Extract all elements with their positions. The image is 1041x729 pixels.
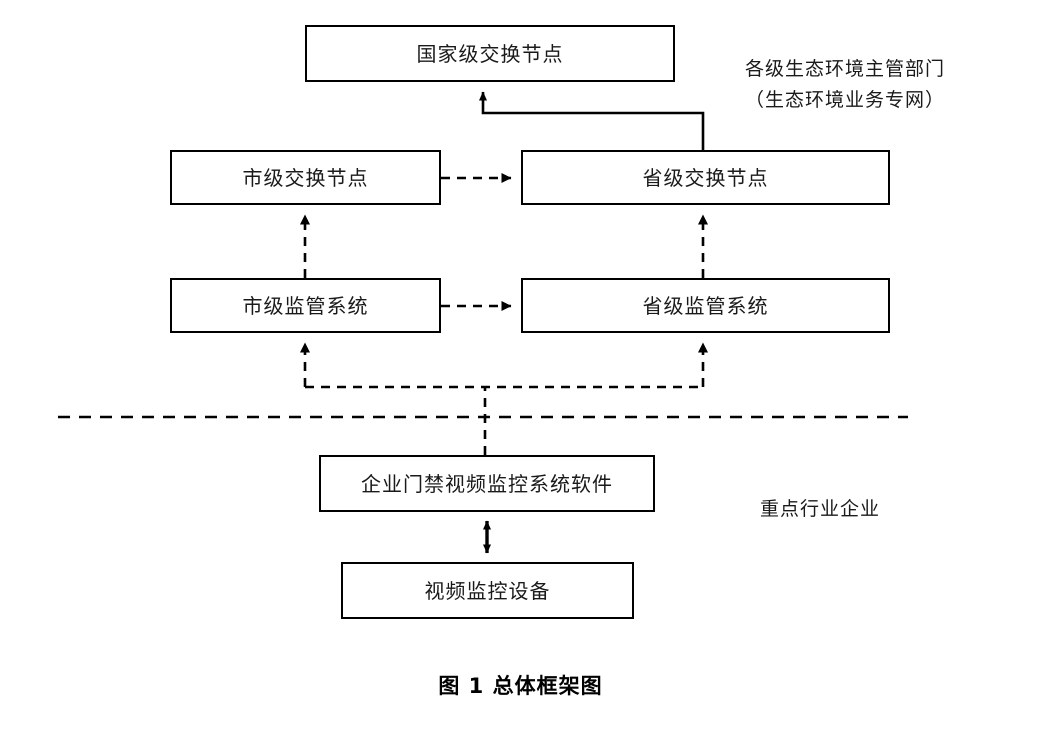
node-city-exchange[interactable]: 市级交换节点 xyxy=(170,150,441,205)
node-national-exchange[interactable]: 国家级交换节点 xyxy=(305,25,675,82)
node-video-device[interactable]: 视频监控设备 xyxy=(341,562,634,619)
node-province-supervision[interactable]: 省级监管系统 xyxy=(521,278,890,333)
zone-label-upper-line2: （生态环境业务专网） xyxy=(745,89,946,111)
zone-label-lower-line1: 重点行业企业 xyxy=(760,498,881,520)
zone-label-upper: 各级生态环境主管部门 （生态环境业务专网） xyxy=(745,52,945,114)
node-province-supervision-label: 省级监管系统 xyxy=(642,293,769,318)
connector-enterprise-software-to-supervision-bus xyxy=(300,342,708,455)
node-national-exchange-label: 国家级交换节点 xyxy=(416,41,564,66)
node-province-exchange-label: 省级交换节点 xyxy=(642,165,769,190)
node-city-supervision[interactable]: 市级监管系统 xyxy=(170,278,441,333)
node-province-exchange[interactable]: 省级交换节点 xyxy=(521,150,890,205)
zone-label-lower: 重点行业企业 xyxy=(760,492,880,523)
figure-caption: 图 1 总体框架图 xyxy=(438,674,603,698)
node-city-exchange-label: 市级交换节点 xyxy=(242,165,369,190)
node-enterprise-software[interactable]: 企业门禁视频监控系统软件 xyxy=(319,455,655,512)
node-city-supervision-label: 市级监管系统 xyxy=(242,293,369,318)
connector-province-exchange-to-national xyxy=(479,91,705,150)
node-enterprise-software-label: 企业门禁视频监控系统软件 xyxy=(361,471,613,496)
node-video-device-label: 视频监控设备 xyxy=(424,578,551,603)
zone-label-upper-line1: 各级生态环境主管部门 xyxy=(745,58,946,80)
